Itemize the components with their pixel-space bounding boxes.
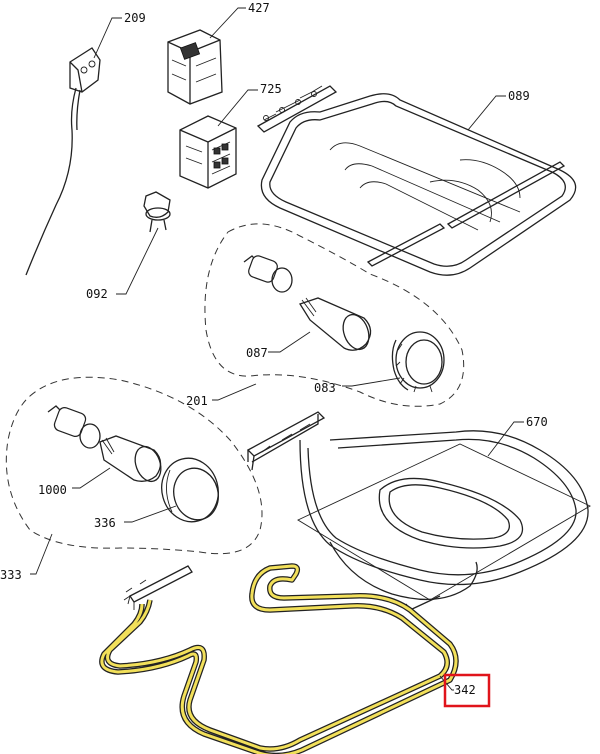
callout-083: 083	[314, 381, 336, 395]
callout-1000: 1000	[38, 483, 67, 497]
callout-336: 336	[94, 516, 116, 530]
callout-333: 333	[0, 568, 22, 582]
switch-427	[167, 29, 223, 105]
grill-element-089	[256, 85, 577, 276]
callout-427: 427	[248, 1, 270, 15]
callout-209: 209	[124, 11, 146, 25]
callout-670: 670	[526, 415, 548, 429]
callout-342: 342	[454, 683, 476, 697]
callout-087: 087	[246, 346, 268, 360]
plug-209	[25, 47, 101, 276]
lamp-holder-087	[243, 255, 372, 351]
group-outline-201	[204, 223, 465, 407]
highlight-box-342	[443, 673, 491, 708]
callout-201: 201	[186, 394, 208, 408]
terminal-block-725	[179, 115, 237, 189]
lamp-lens-336	[161, 457, 219, 523]
lamp-cover-083	[391, 331, 445, 393]
callout-725: 725	[260, 82, 282, 96]
callout-092: 092	[86, 287, 108, 301]
lamp-clip-092	[143, 191, 171, 233]
fan-element-670	[246, 411, 591, 611]
bottom-element-342	[99, 563, 459, 754]
callout-089: 089	[508, 89, 530, 103]
group-outline-333	[5, 376, 263, 555]
lamp-holder-1000	[47, 405, 162, 483]
